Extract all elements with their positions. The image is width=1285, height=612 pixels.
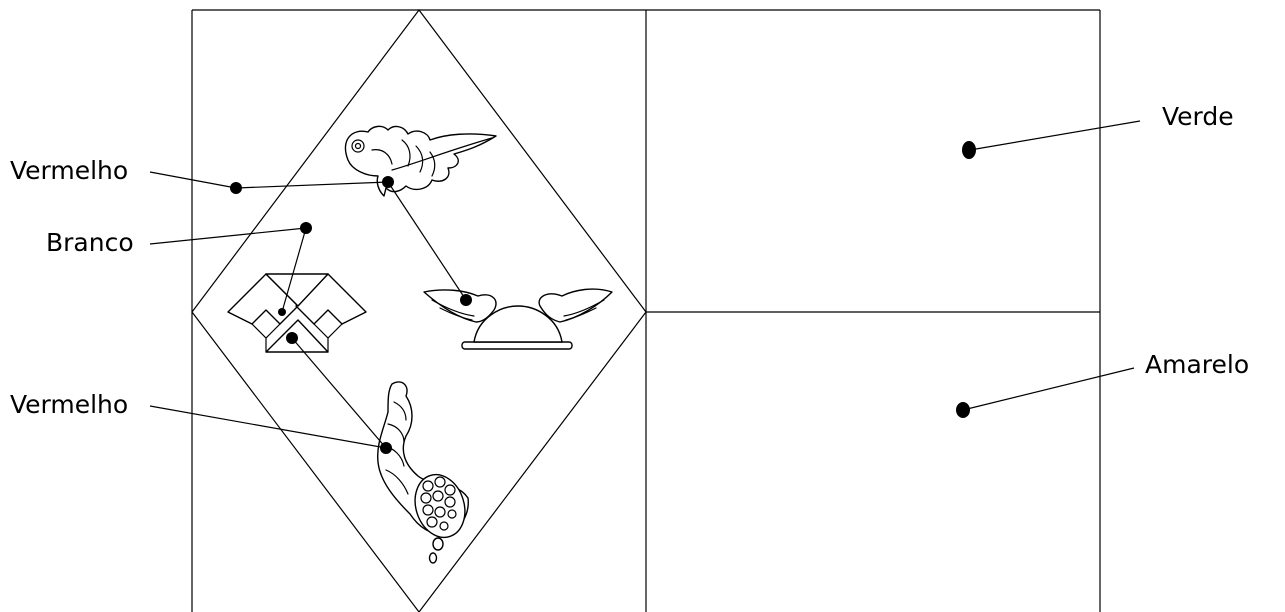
marker-dot [300,222,312,234]
cornucopia-emblem [378,382,473,563]
marker-dot [962,141,976,159]
marker-dot [380,442,392,454]
label-vermelho-bottom: Vermelho [10,392,128,417]
marker-dot [278,308,286,316]
label-amarelo: Amarelo [1145,352,1249,377]
marker-dot [460,294,472,306]
winged-cap-emblem [424,289,612,349]
marker-dot [286,332,298,344]
marker-dot [382,176,394,188]
marker-dot [230,182,242,194]
label-vermelho-top: Vermelho [10,158,128,183]
label-branco: Branco [46,230,134,255]
leaf-emblem [345,126,496,196]
label-verde: Verde [1162,104,1234,129]
marker-dot [956,402,970,418]
